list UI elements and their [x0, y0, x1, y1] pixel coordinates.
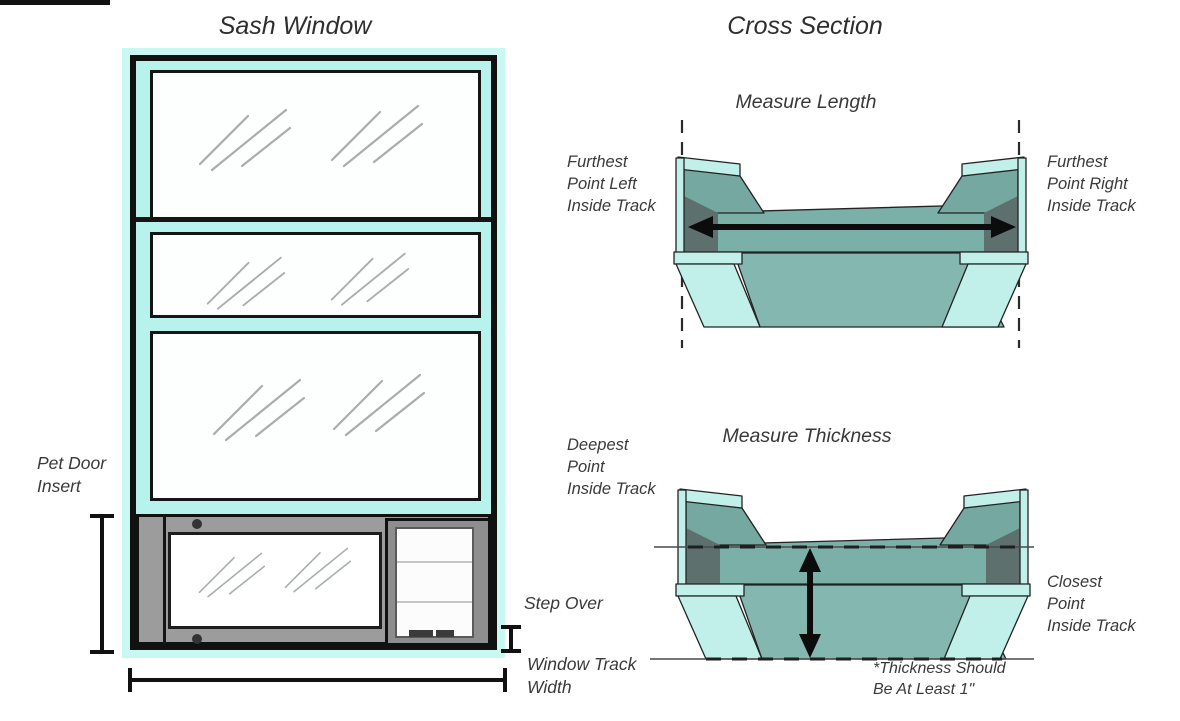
thickness-measure-arrow	[799, 548, 821, 658]
label-furthest-point-left: Furthest Point Left Inside Track	[567, 153, 656, 215]
pet-door-flap-panel	[395, 527, 474, 638]
measure-thickness-title: Measure Thickness	[722, 425, 892, 447]
insert-glass-pane	[168, 532, 382, 629]
pet-door-height-bracket-cap	[90, 650, 114, 654]
pet-door-height-bracket-cap	[90, 514, 114, 518]
sash-window-title: Sash Window	[218, 12, 372, 40]
label-closest-point: Closest Point Inside Track	[1047, 573, 1136, 635]
pet-door-flap-weight	[409, 630, 433, 637]
pet-door-divider-line	[397, 561, 472, 563]
cross-section-title: Cross Section	[727, 12, 883, 40]
label-deepest-point: Deepest Point Inside Track	[567, 436, 656, 498]
track-width-dimension-line	[130, 678, 505, 682]
track-width-tick	[503, 668, 507, 692]
thickness-note: *Thickness Should Be At Least 1"	[873, 660, 1006, 699]
label-step-over: Step Over	[524, 593, 603, 613]
measure-thickness-diagram	[650, 488, 1034, 661]
window-pane-upper	[150, 70, 481, 220]
track-width-tick	[128, 668, 132, 692]
step-over-bracket	[509, 627, 513, 653]
top-left-black-bar	[0, 0, 110, 5]
screw-icon	[192, 519, 202, 529]
label-window-track-width: Window Track Width	[527, 654, 637, 698]
window-pane-middle	[150, 232, 481, 318]
pet-door-divider-line	[397, 601, 472, 603]
pet-door-flap-weight	[436, 630, 454, 637]
length-measure-arrow	[688, 216, 1016, 238]
label-pet-door-insert: Pet Door Insert	[37, 453, 107, 497]
pet-door-height-bracket	[100, 516, 104, 654]
label-furthest-point-right: Furthest Point Right Inside Track	[1047, 153, 1136, 215]
window-pane-lower	[150, 331, 481, 501]
step-over-bracket-cap	[501, 649, 521, 653]
measure-length-diagram	[673, 120, 1029, 348]
insert-panel-divider	[163, 514, 166, 645]
screw-icon	[192, 634, 202, 644]
sash-meeting-rail-line	[136, 217, 491, 222]
measure-length-title: Measure Length	[735, 91, 877, 113]
step-over-bracket-cap	[501, 625, 521, 629]
